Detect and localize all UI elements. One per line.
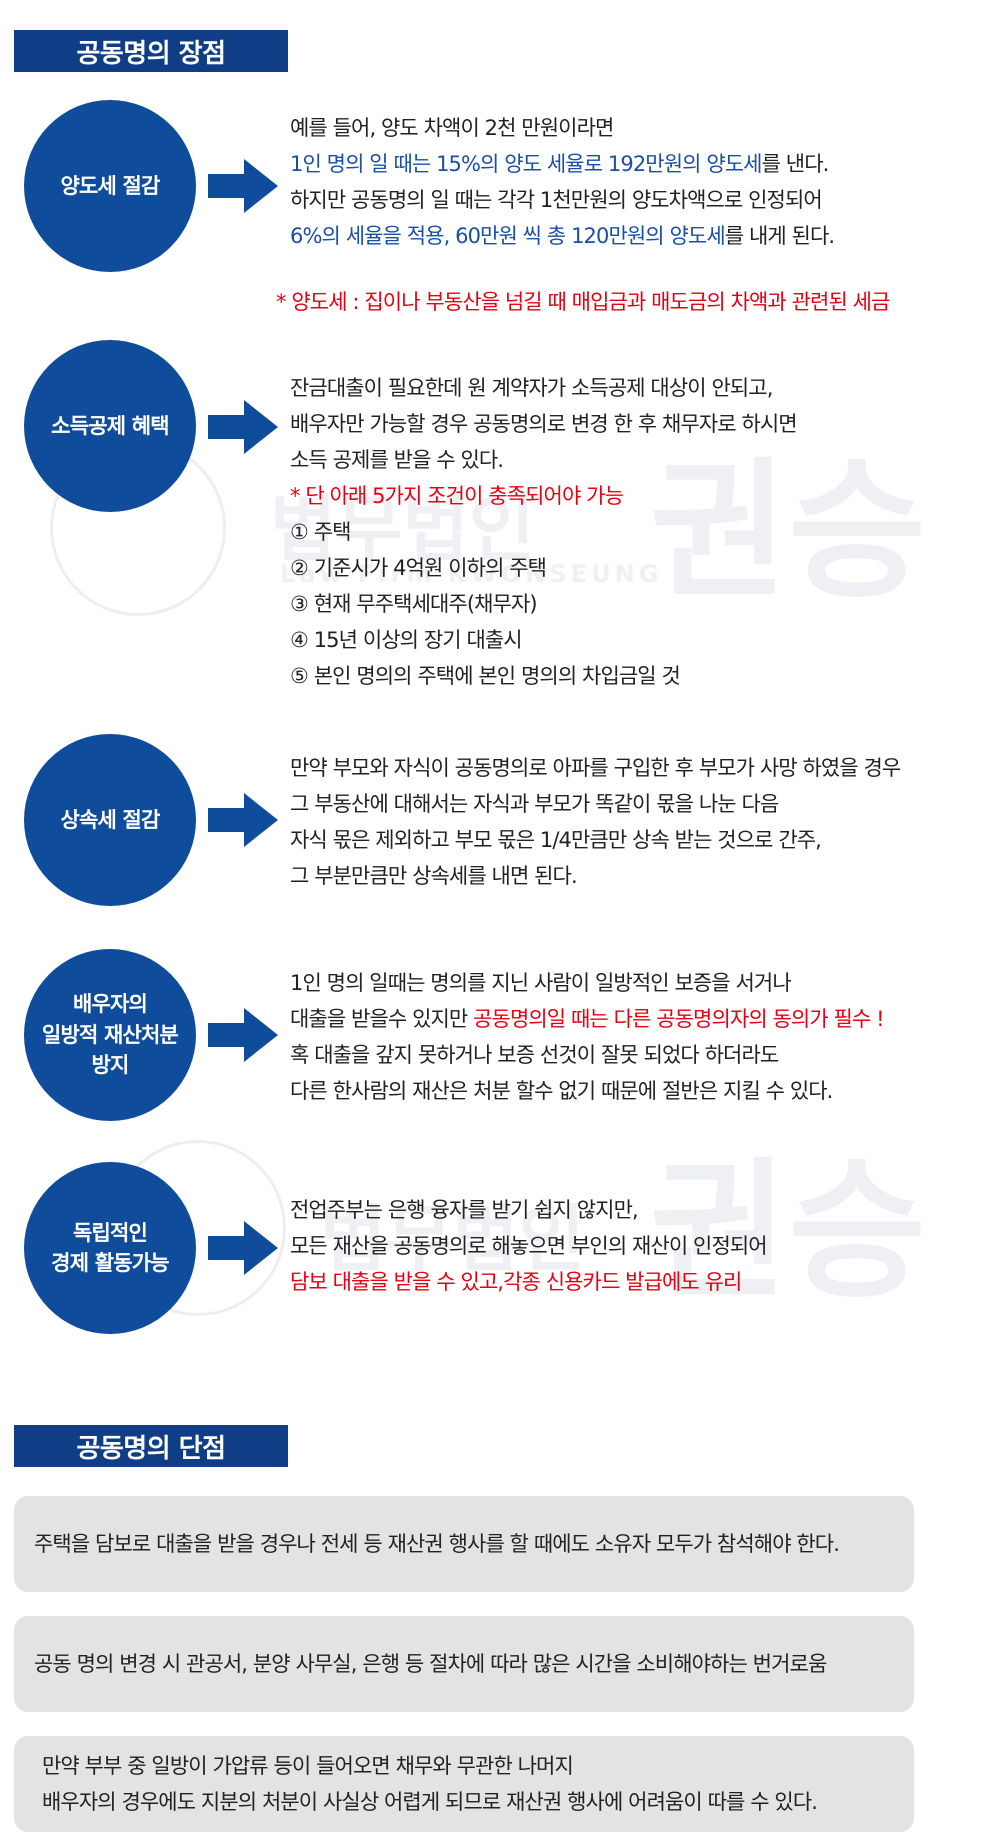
box-line: 배우자의 경우에도 지분의 처분이 사실상 어렵게 되므로 재산권 행사에 어려… <box>42 1790 818 1814</box>
circle-label: 상속세 절감 <box>60 807 160 832</box>
text-line: 다른 한사람의 재산은 처분 할수 없기 때문에 절반은 지킬 수 있다. <box>290 1079 833 1103</box>
arrow-right-icon <box>208 400 278 454</box>
advantage-circle-inheritance-tax: 상속세 절감 <box>24 734 196 906</box>
circle-label: 소득공제 혜택 <box>51 413 169 438</box>
text-line: 그 부동산에 대해서는 자식과 부모가 똑같이 몫을 나눈 다음 <box>290 792 779 816</box>
text-line: 1인 명의 일때는 명의를 지닌 사람이 일방적인 보증을 서거나 <box>290 971 792 995</box>
circle-label: 양도세 절감 <box>60 173 160 198</box>
text-line: 예를 들어, 양도 차액이 2천 만원이라면 <box>290 116 614 140</box>
text-line: ② 기준시가 4억원 이하의 주택 <box>290 556 547 580</box>
text-line: ⑤ 본인 명의의 주택에 본인 명의의 차입금일 것 <box>290 664 681 688</box>
text-line: 담보 대출을 받을 수 있고,각종 신용카드 발급에도 유리 <box>290 1270 742 1294</box>
box-line: 주택을 담보로 대출을 받을 경우나 전세 등 재산권 행사를 할 때에도 소유… <box>34 1532 840 1556</box>
text-line: ① 주택 <box>290 520 351 544</box>
text-line: ④ 15년 이상의 장기 대출시 <box>290 628 523 652</box>
advantages-heading: 공동명의 장점 <box>14 30 288 72</box>
text-line: 6%의 세율을 적용, 60만원 씩 총 120만원의 양도세를 내게 된다. <box>290 224 835 248</box>
text-line: 소득 공제를 받을 수 있다. <box>290 448 504 472</box>
advantage-circle-income-deduction: 소득공제 혜택 <box>24 340 196 512</box>
text-line: 1인 명의 일 때는 15%의 양도 세율로 192만원의 양도세를 낸다. <box>290 152 829 176</box>
text-line: 잔금대출이 필요한데 원 계약자가 소득공제 대상이 안되고, <box>290 376 773 400</box>
text-line: 배우자만 가능할 경우 공동명의로 변경 한 후 채무자로 하시면 <box>290 412 798 436</box>
text-line: 만약 부모와 자식이 공동명의로 아파를 구입한 후 부모가 사망 하였을 경우 <box>290 756 901 780</box>
disadvantage-box: 주택을 담보로 대출을 받을 경우나 전세 등 재산권 행사를 할 때에도 소유… <box>14 1496 914 1592</box>
arrow-right-icon <box>208 159 278 213</box>
advantage-text-income-deduction: 잔금대출이 필요한데 원 계약자가 소득공제 대상이 안되고, 배우자만 가능할… <box>290 370 990 694</box>
text-line: 혹 대출을 갚지 못하거나 보증 선것이 잘못 되었다 하더라도 <box>290 1043 779 1067</box>
disadvantage-box: 공동 명의 변경 시 관공서, 분양 사무실, 은행 등 절차에 따라 많은 시… <box>14 1616 914 1712</box>
box-line: 만약 부부 중 일방이 가압류 등이 들어오면 채무와 무관한 나머지 <box>42 1754 574 1778</box>
advantage-text-spouse-protection: 1인 명의 일때는 명의를 지닌 사람이 일방적인 보증을 서거나 대출을 받을… <box>290 965 990 1109</box>
disadvantages-heading: 공동명의 단점 <box>14 1425 288 1467</box>
advantage-text-independent-economy: 전업주부는 은행 융자를 받기 쉽지 않지만, 모든 재산을 공동명의로 해놓으… <box>290 1192 990 1300</box>
advantage-circle-transfer-tax: 양도세 절감 <box>24 100 196 272</box>
disadvantage-box: 만약 부부 중 일방이 가압류 등이 들어오면 채무와 무관한 나머지 배우자의… <box>14 1736 914 1832</box>
box-line: 공동 명의 변경 시 관공서, 분양 사무실, 은행 등 절차에 따라 많은 시… <box>34 1652 827 1676</box>
arrow-right-icon <box>208 793 278 847</box>
text-line: ③ 현재 무주택세대주(채무자) <box>290 592 538 616</box>
arrow-right-icon <box>208 1008 278 1062</box>
text-line: 자식 몫은 제외하고 부모 몫은 1/4만큼만 상속 받는 것으로 간주, <box>290 828 822 852</box>
text-line: 전업주부는 은행 융자를 받기 쉽지 않지만, <box>290 1198 639 1222</box>
text-line: 그 부분만큼만 상속세를 내면 된다. <box>290 864 578 888</box>
text-line: 모든 재산을 공동명의로 해놓으면 부인의 재산이 인정되어 <box>290 1234 768 1258</box>
text-line: 대출을 받을수 있지만 공동명의일 때는 다른 공동명의자의 동의가 필수 ! <box>290 1007 885 1031</box>
advantage-text-transfer-tax: 예를 들어, 양도 차액이 2천 만원이라면 1인 명의 일 때는 15%의 양… <box>290 110 990 254</box>
transfer-tax-note: * 양도세 : 집이나 부동산을 넘길 때 매입금과 매도금의 차액과 관련된 … <box>276 290 890 314</box>
text-line: * 단 아래 5가지 조건이 충족되어야 가능 <box>290 484 624 508</box>
arrow-right-icon <box>208 1221 278 1275</box>
text-line: 하지만 공동명의 일 때는 각각 1천만원의 양도차액으로 인정되어 <box>290 188 823 212</box>
advantage-text-inheritance-tax: 만약 부모와 자식이 공동명의로 아파를 구입한 후 부모가 사망 하였을 경우… <box>290 750 990 894</box>
